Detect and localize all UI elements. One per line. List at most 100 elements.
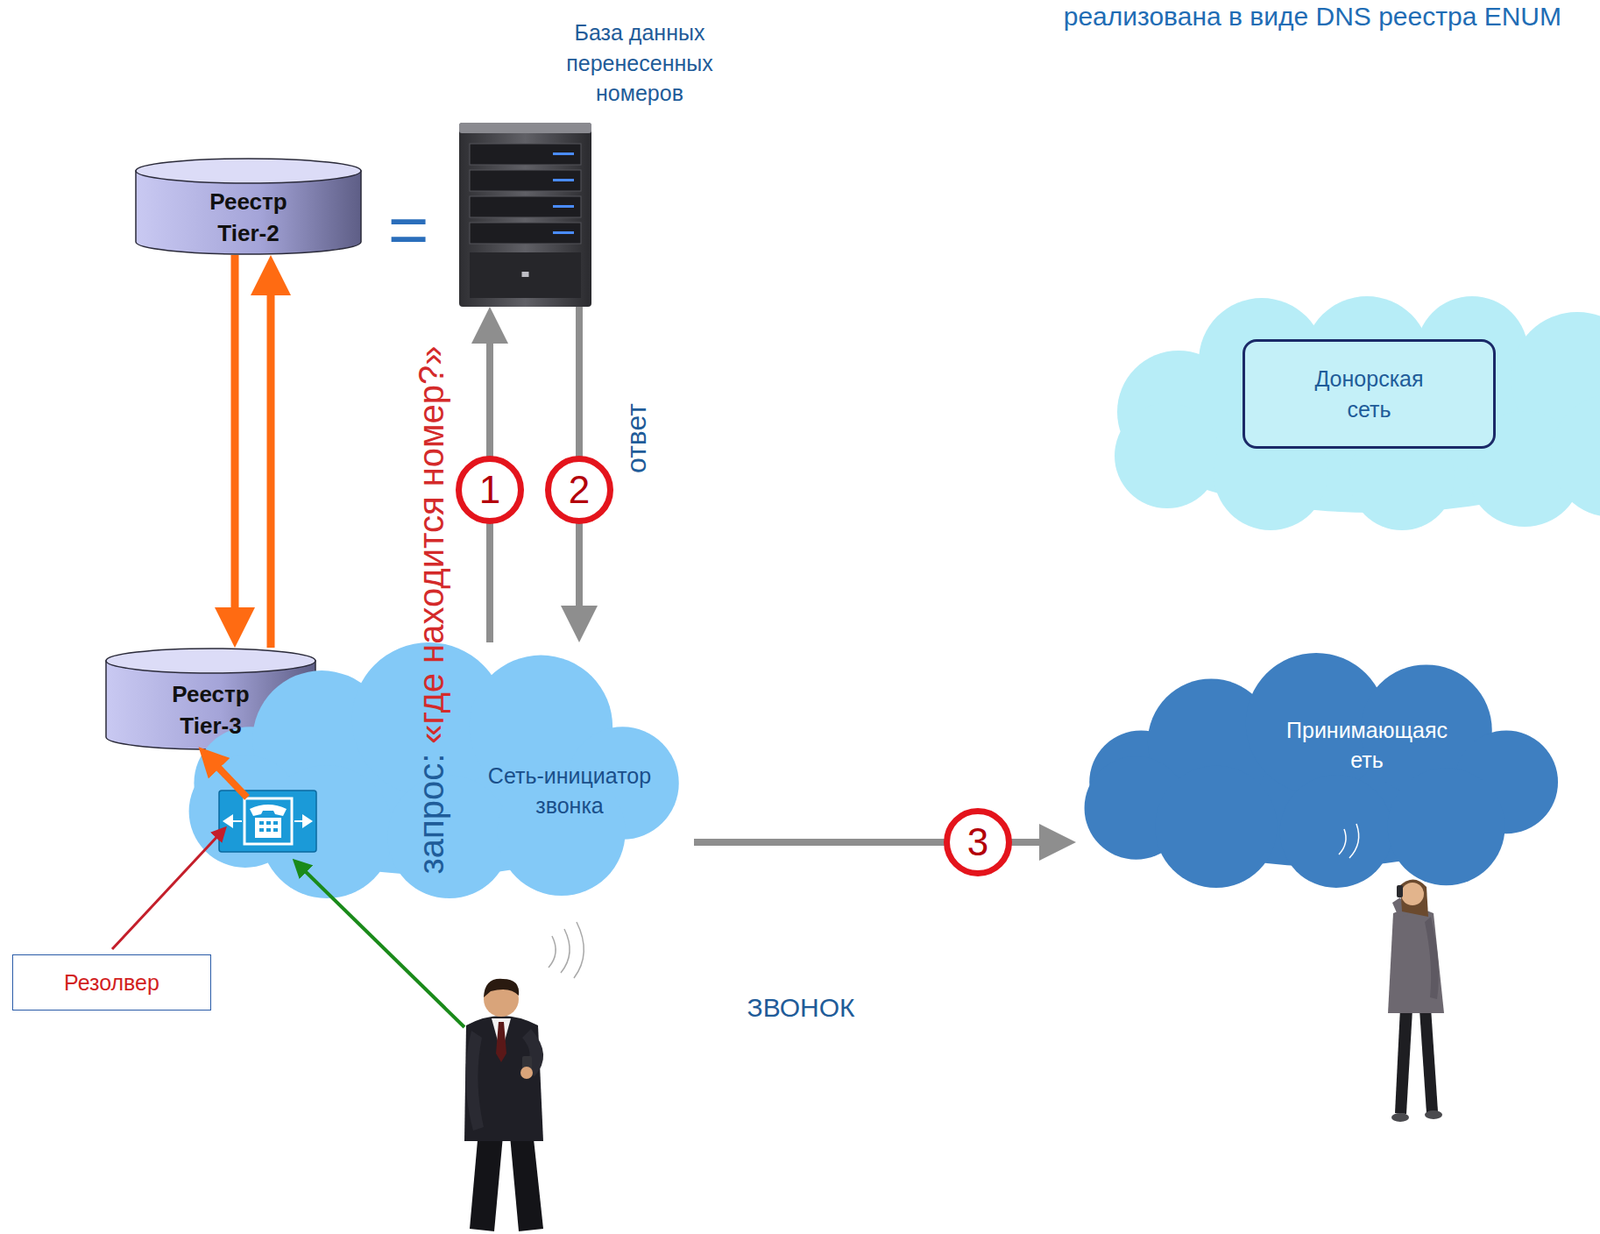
caller-figure-part [465, 1030, 484, 1131]
switch-icon-part [273, 821, 278, 825]
signal-waves-part [1338, 828, 1346, 855]
edge-label-anchor: ответ [620, 403, 653, 474]
switch-icon-part [259, 821, 264, 825]
cylinder-top [135, 158, 362, 184]
server-picture-part [469, 169, 581, 192]
label-anchor: = [388, 194, 430, 265]
switch-icon [219, 790, 317, 852]
callee-figure-part [1419, 1007, 1438, 1113]
connector-arrow [231, 254, 240, 631]
server-picture [459, 122, 592, 307]
node-text: База данных перенесенных номеров [556, 17, 723, 109]
network-box: Донорская сеть [1242, 339, 1496, 449]
caller-figure-part [509, 1130, 544, 1232]
phone-waves-part [573, 921, 584, 978]
call-arrow [297, 863, 465, 1027]
switch-icon-part [233, 820, 242, 822]
node-text: Сеть-инициатор звонка [468, 760, 671, 822]
note-text: реализована в виде DNS реестра ENUM [1063, 1, 1562, 33]
label-box: Резолвер [12, 954, 212, 1011]
node-text: Резолвер [63, 967, 160, 999]
equals-sign: = [388, 194, 430, 265]
switch-icon-part [219, 790, 317, 852]
callout-circle: 1 [455, 455, 524, 524]
server-picture-part [469, 252, 581, 298]
callee-figure-part [1400, 878, 1429, 917]
query-text: запрос: [410, 753, 452, 875]
callee-figure [1387, 878, 1445, 1122]
cloud-shape-part [1154, 765, 1277, 888]
query-text: «где находится номер?» [410, 346, 452, 744]
edge-label: ЗВОНОК [747, 992, 856, 1022]
caller-figure-part [483, 978, 519, 998]
callout-circle: 2 [545, 455, 614, 524]
donor-cloud [1114, 296, 1600, 531]
server-picture-part [459, 122, 592, 307]
server-picture-part [522, 271, 530, 277]
query-arrow [206, 755, 248, 798]
switch-icon-part [266, 828, 271, 832]
callout-circle: 3 [943, 807, 1013, 877]
server-picture-part [552, 152, 574, 156]
phone-waves-part [560, 928, 570, 973]
node-outline [1076, 652, 1577, 888]
caller-figure-part [495, 1021, 507, 1062]
cloud-shape [1084, 652, 1558, 888]
node-text: Реестр Tier-3 [158, 679, 264, 743]
signal-waves [1338, 823, 1360, 858]
switch-icon-part [259, 828, 264, 832]
switch-icon-part [249, 804, 287, 816]
switch-icon-part [222, 814, 234, 829]
callout-number: 3 [967, 822, 989, 862]
callee-figure-part [1396, 884, 1403, 898]
callee-figure-part [1424, 916, 1439, 999]
caller-figure-part [520, 1066, 533, 1079]
server-picture-part [552, 231, 574, 234]
cloud-shape-part [1387, 767, 1506, 885]
database-server: База данных перенесенных номеров [455, 17, 754, 307]
callout-number: 2 [568, 470, 590, 510]
connector-arrow [267, 272, 276, 648]
callee-figure-part [1387, 908, 1445, 1013]
switch-icon-part [302, 814, 313, 829]
leader-line [112, 830, 223, 949]
cloud-shape-part [1280, 774, 1394, 888]
donor-cloud-part [1114, 403, 1220, 509]
callee-figure-part [1424, 1110, 1443, 1119]
phone-waves-part [548, 935, 556, 968]
edge-label: ответ [620, 403, 652, 474]
edge-label-anchor: ЗВОНОК [747, 992, 856, 1024]
server-picture-part [459, 122, 592, 134]
server-picture-part [552, 205, 574, 208]
cylinder-top [106, 648, 316, 673]
node-text: Реестр Tier-2 [196, 186, 302, 250]
network-cloud: Принимающаяс еть [1076, 652, 1577, 888]
server-picture-part [469, 222, 581, 244]
server-picture-part [469, 196, 581, 218]
server-picture-part [469, 143, 581, 165]
rotated-text-group: запрос: «где находится номер?» [410, 346, 452, 875]
phone-waves [548, 921, 584, 978]
caller-figure-part [469, 1130, 503, 1232]
callee-figure-part [1394, 1007, 1413, 1114]
node-text: Принимающаяс еть [1286, 715, 1448, 776]
switch-icon-part [254, 817, 282, 838]
switch-icon-part [273, 828, 278, 832]
caller-figure-part [464, 1015, 544, 1141]
switch-icon-part [294, 820, 303, 822]
registry-cylinder: Реестр Tier-2 [134, 157, 362, 255]
callout-number: 1 [479, 470, 501, 510]
signal-waves-part [1349, 823, 1360, 858]
node-text: Донорская сеть [1314, 363, 1424, 425]
donor-cloud-part [1550, 394, 1600, 517]
switch-icon-part [244, 798, 292, 844]
label-anchor: реализована в виде DNS реестра ENUM [1063, 1, 1562, 33]
switch-icon-part [266, 821, 271, 825]
server-picture-part [552, 178, 574, 182]
callee-figure-part [1401, 882, 1424, 906]
caller-figure [464, 978, 544, 1232]
callee-figure-part [1391, 1112, 1409, 1122]
